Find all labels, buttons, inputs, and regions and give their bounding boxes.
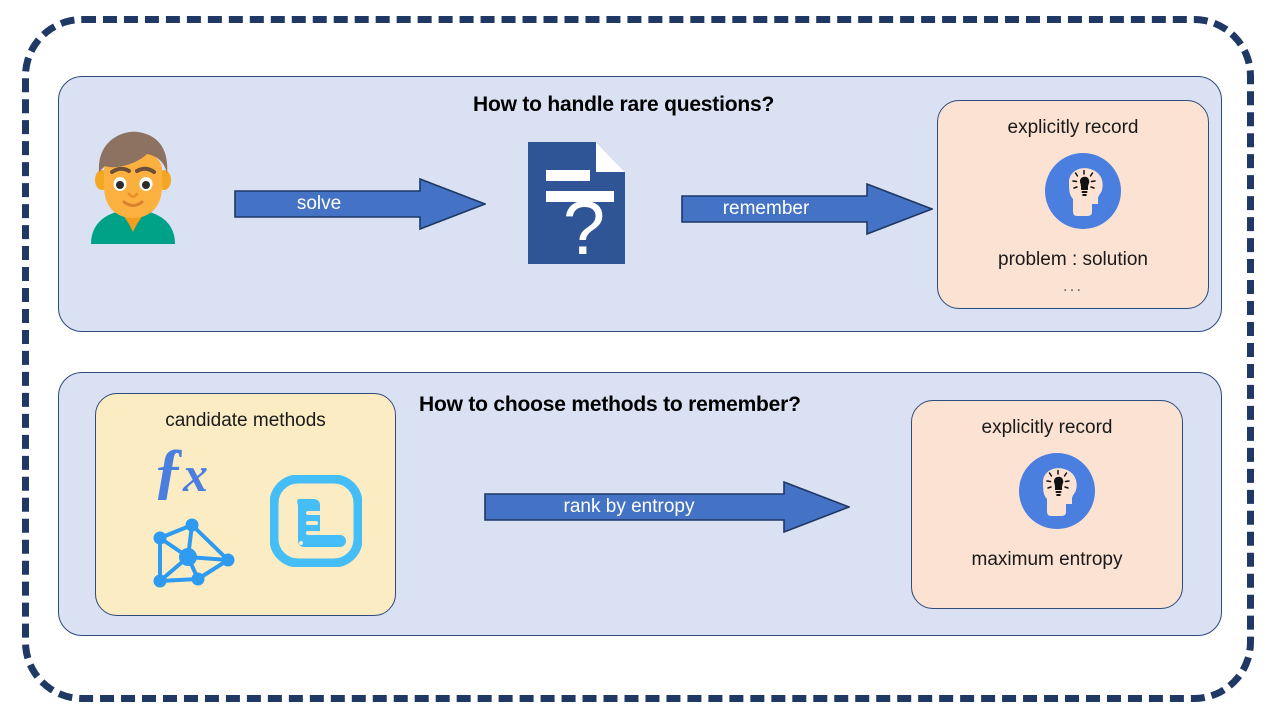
card-body-ellipsis: ... — [1062, 276, 1084, 295]
arrow-remember: remember — [681, 183, 933, 235]
panel-title-bottom: How to choose methods to remember? — [419, 393, 801, 416]
fx-function-icon: ƒ x — [151, 437, 243, 505]
card-candidate-methods: candidate methods — [95, 393, 396, 616]
card-heading: explicitly record — [1007, 117, 1139, 138]
outer-dashed-frame — [22, 16, 1254, 702]
arrow-solve: solve — [234, 178, 486, 230]
card-body-text: maximum entropy — [971, 549, 1123, 570]
panel-title-top: How to handle rare questions? — [473, 93, 775, 116]
document-question-icon: ? — [524, 140, 629, 271]
head-idea-icon — [1018, 452, 1096, 530]
card-body-text: problem : solution — [998, 249, 1148, 270]
card-heading: candidate methods — [165, 410, 326, 431]
card-heading: explicitly record — [981, 417, 1113, 438]
svg-text:?: ? — [563, 186, 605, 266]
svg-text:ƒ: ƒ — [153, 443, 184, 505]
svg-text:x: x — [182, 446, 208, 502]
person-avatar-icon — [85, 128, 181, 244]
arrow-rank-by-entropy: rank by entropy — [484, 481, 850, 533]
head-idea-icon — [1044, 152, 1122, 230]
ruler-measure-icon — [269, 474, 363, 568]
graph-network-icon — [148, 515, 240, 597]
